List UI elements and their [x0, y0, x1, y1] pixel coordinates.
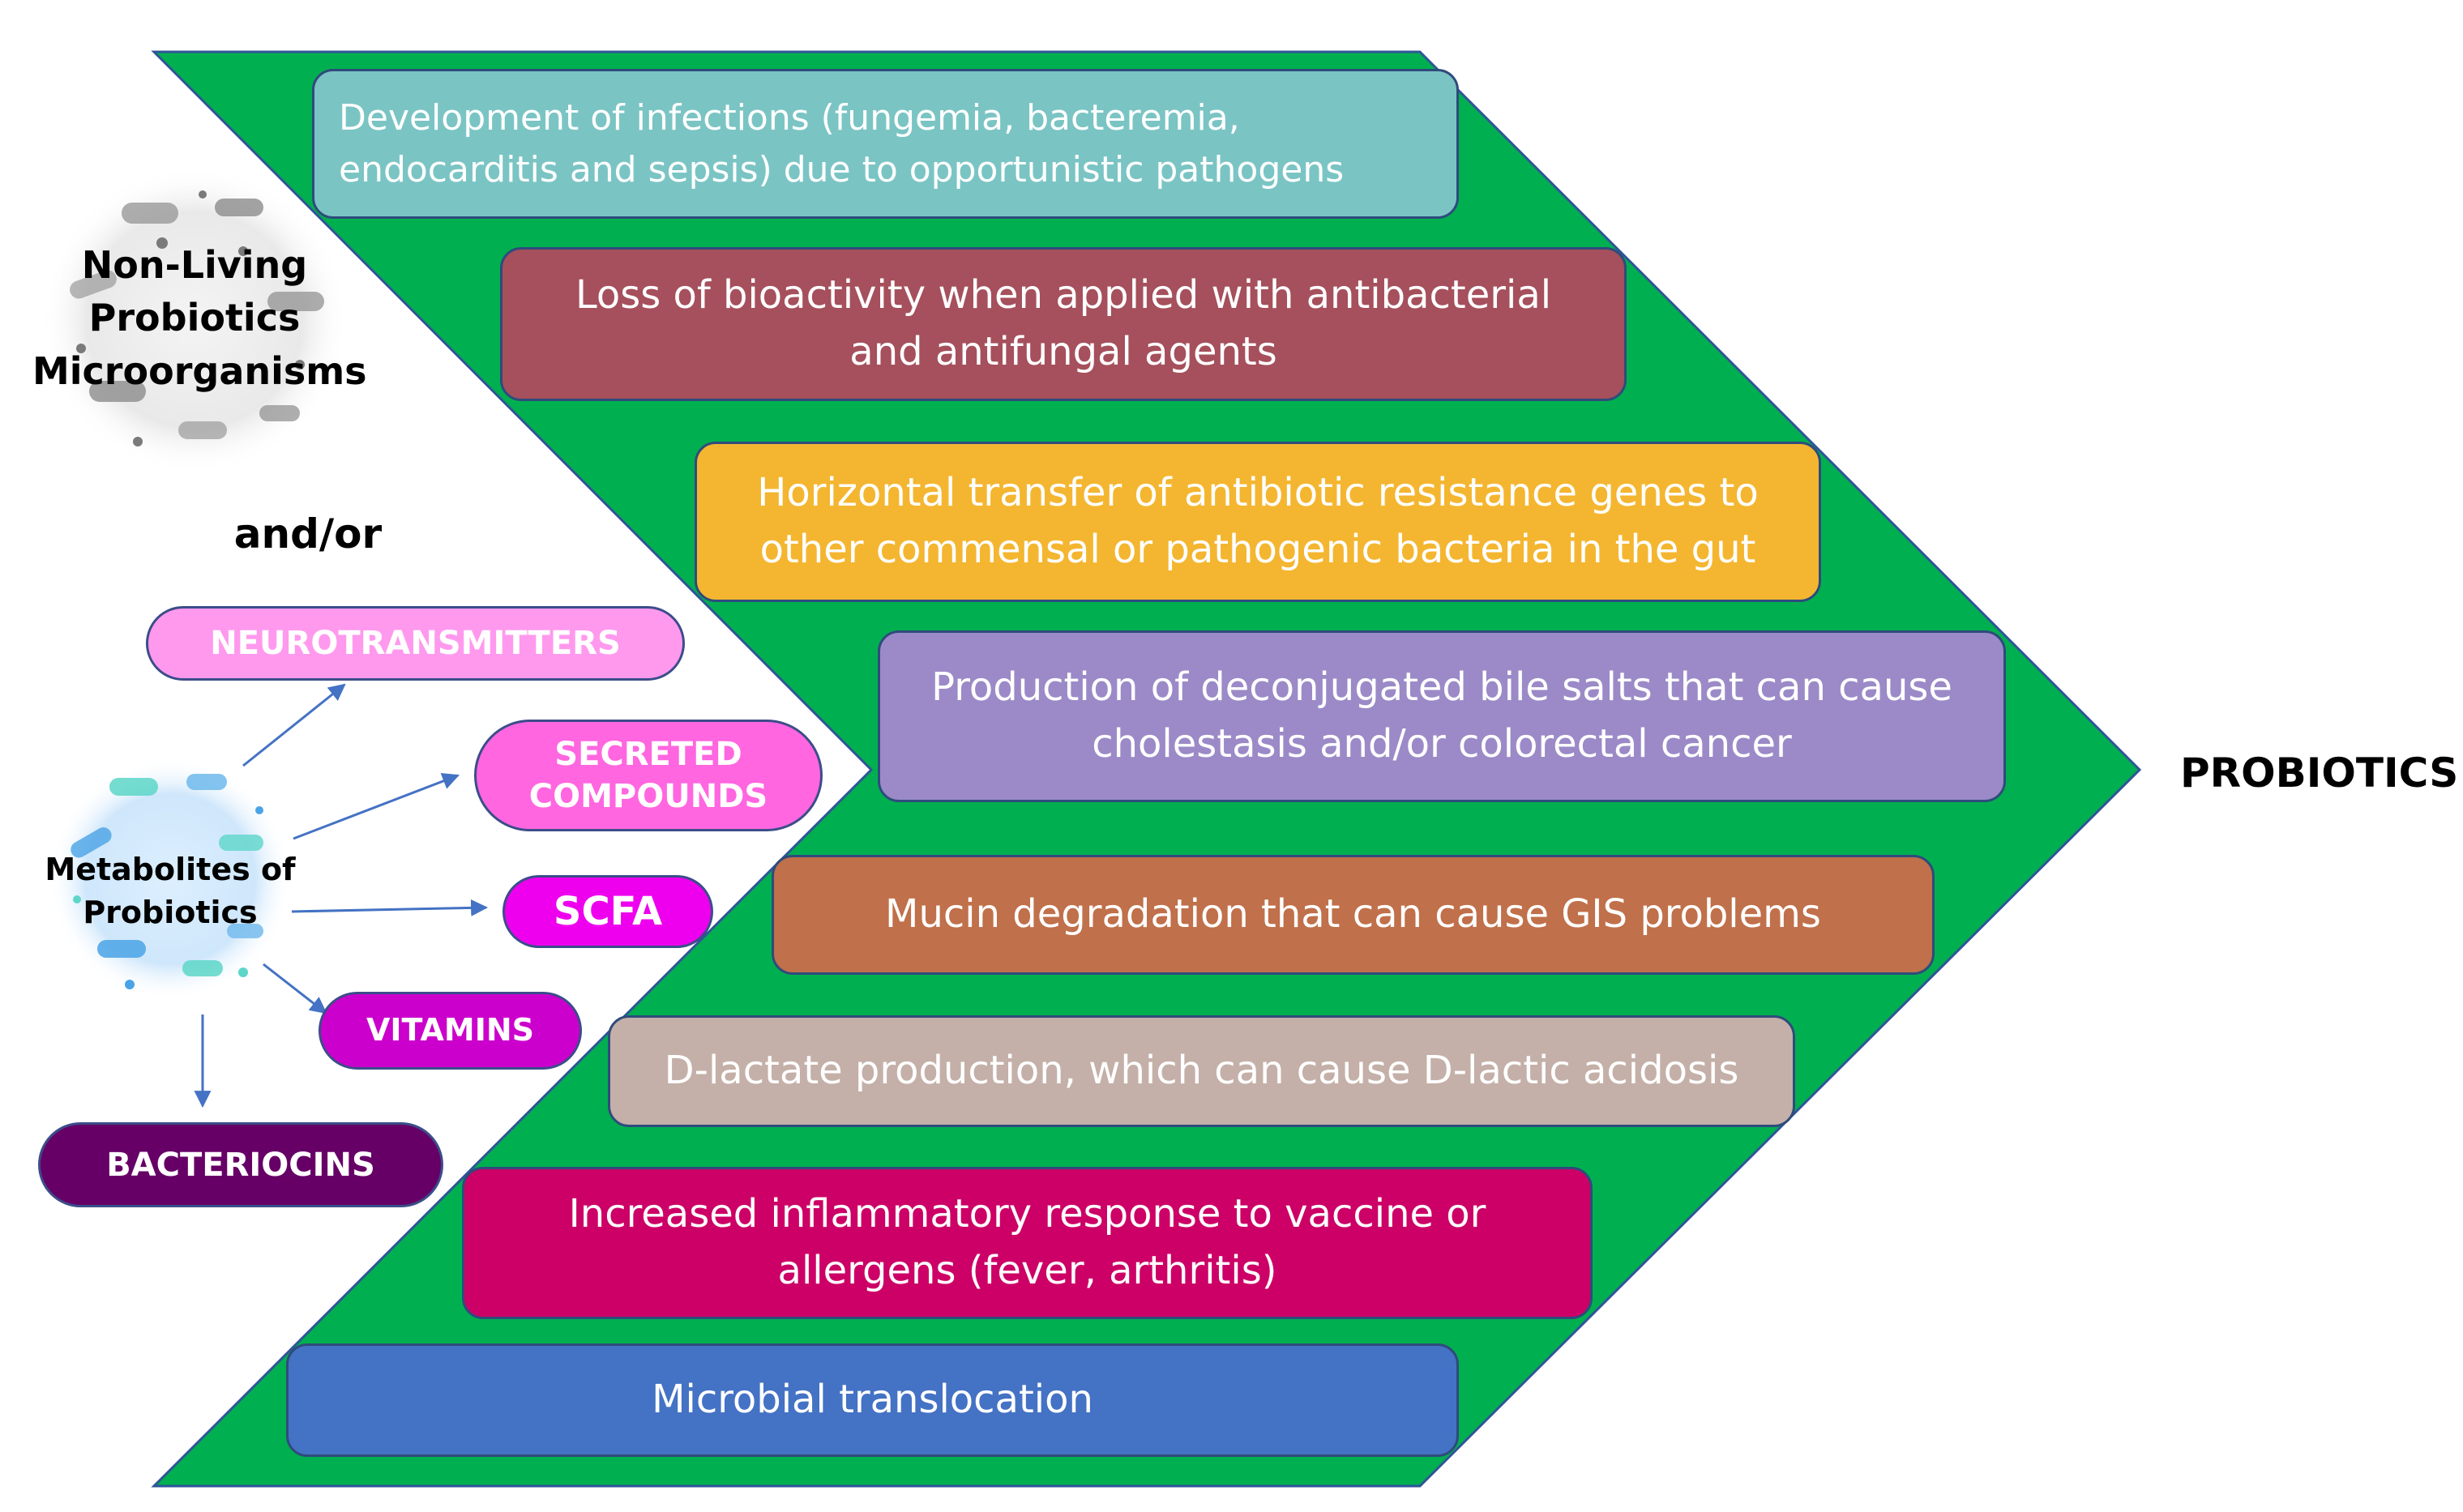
and-or-connector: and/or: [233, 510, 383, 557]
pill-label: BACTERIOCINS: [106, 1146, 375, 1184]
risk-box-inflammatory-response: Increased inflammatory response to vacci…: [462, 1167, 1593, 1319]
risk-text-line: and antifungal agents: [849, 329, 1277, 374]
probiotics-label: PROBIOTICS: [2180, 750, 2459, 797]
risk-text-line: other commensal or pathogenic bacteria i…: [759, 527, 1756, 572]
pill-label: VITAMINS: [366, 1012, 535, 1049]
risk-box-infections: Development of infections (fungemia, bac…: [312, 69, 1459, 219]
arrow-to-vitamins: [263, 963, 327, 1014]
risk-box-microbial-translocation: Microbial translocation: [286, 1343, 1459, 1457]
label-line: Probiotics: [83, 895, 258, 931]
risk-text-line: endocarditis and sepsis) due to opportun…: [339, 148, 1345, 190]
bacteriocins-pill: BACTERIOCINS: [38, 1122, 443, 1207]
arrow-to-neurotransmitters: [242, 683, 346, 767]
arrow-to-scfa: [291, 899, 489, 916]
arrow-to-secreted-compounds: [293, 772, 460, 840]
label-line: Microorganisms: [32, 348, 367, 393]
metabolites-illustration: [49, 758, 292, 1001]
risk-box-d-lactate: D-lactate production, which can cause D-…: [608, 1015, 1795, 1127]
risk-text-line: Microbial translocation: [652, 1377, 1093, 1423]
metabolites-of-probiotics-label: Metabolites of Probiotics: [32, 848, 308, 934]
scfa-pill: SCFA: [502, 875, 713, 948]
risk-text-line: Increased inflammatory response to vacci…: [568, 1191, 1486, 1237]
risk-text-line: Production of deconjugated bile salts th…: [931, 664, 1952, 711]
pill-label: SCFA: [553, 888, 663, 934]
neurotransmitters-pill: NEUROTRANSMITTERS: [146, 606, 685, 681]
risk-text-line: Horizontal transfer of antibiotic resist…: [757, 470, 1759, 516]
non-living-probiotics-label: Non-Living Probiotics Microorganisms: [32, 239, 367, 398]
risk-text-line: Development of infections (fungemia, bac…: [339, 96, 1240, 139]
label-line: Metabolites of: [45, 852, 296, 887]
pill-label: SECRETED: [554, 736, 742, 773]
label-line: Probiotics: [88, 296, 301, 340]
non-living-microorganisms-illustration: [41, 166, 348, 474]
risk-box-loss-of-bioactivity: Loss of bioactivity when applied with an…: [500, 247, 1627, 401]
risk-box-horizontal-transfer: Horizontal transfer of antibiotic resist…: [695, 442, 1821, 602]
pill-label: NEUROTRANSMITTERS: [210, 625, 621, 662]
risk-text-line: allergens (fever, arthritis): [777, 1248, 1277, 1293]
risk-text-line: Loss of bioactivity when applied with an…: [575, 272, 1552, 318]
secreted-compounds-pill: SECRETED COMPOUNDS: [474, 720, 823, 831]
vitamins-pill: VITAMINS: [319, 992, 582, 1070]
metabolite-arrows: [194, 683, 489, 1108]
risk-box-mucin-degradation: Mucin degradation that can cause GIS pro…: [772, 855, 1935, 975]
risk-text-line: Mucin degradation that can cause GIS pro…: [885, 891, 1821, 938]
risk-text-line: D-lactate production, which can cause D-…: [664, 1048, 1739, 1094]
label-line: Non-Living: [81, 243, 308, 287]
risk-box-deconjugated-bile-salts: Production of deconjugated bile salts th…: [878, 630, 2006, 802]
risk-text-line: cholestasis and/or colorectal cancer: [1092, 721, 1792, 767]
pill-label: COMPOUNDS: [528, 778, 768, 815]
